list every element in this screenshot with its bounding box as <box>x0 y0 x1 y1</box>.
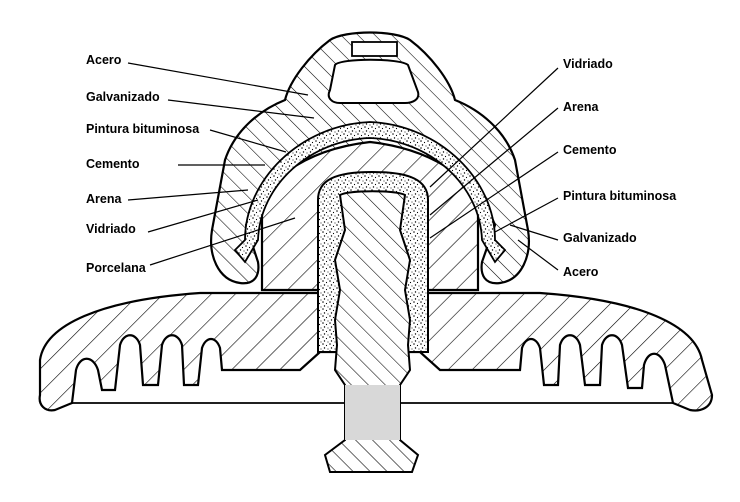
label-cemento-left: Cemento <box>86 157 140 171</box>
label-galvanizado-right: Galvanizado <box>563 231 637 245</box>
label-arena-left: Arena <box>86 192 122 206</box>
label-pintura-right: Pintura bituminosa <box>563 189 677 203</box>
label-vidriado-left: Vidriado <box>86 222 136 236</box>
label-cemento-right: Cemento <box>563 143 617 157</box>
leader-lines <box>127 62 559 271</box>
label-vidriado-right: Vidriado <box>563 57 613 71</box>
pin-body <box>345 385 400 440</box>
cap-top-notch <box>351 41 398 57</box>
label-galvanizado-left: Galvanizado <box>86 90 160 104</box>
cap-layer-band <box>233 121 507 264</box>
label-acero-right: Acero <box>563 265 599 279</box>
label-pintura-left: Pintura bituminosa <box>86 122 200 136</box>
label-porcelana-left: Porcelana <box>86 261 147 275</box>
cap-eye-slot <box>327 58 420 104</box>
label-arena-right: Arena <box>563 100 599 114</box>
label-acero-left: Acero <box>86 53 122 67</box>
